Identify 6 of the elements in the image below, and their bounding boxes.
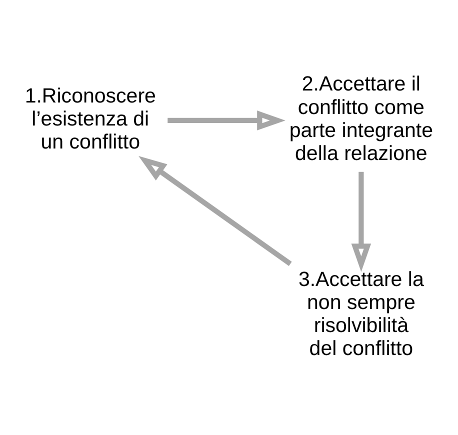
node-text: 2.Accettare il conflitto come parte integrante della relazione xyxy=(289,72,434,164)
arrow xyxy=(168,110,286,130)
arrow xyxy=(351,171,372,272)
node-text: 1.Riconoscere l’esistenza di un conflitto xyxy=(24,84,156,153)
node-text: 3.Accettare la non sempre risolvibilità del conflitto xyxy=(298,267,424,360)
arrow xyxy=(138,155,292,266)
